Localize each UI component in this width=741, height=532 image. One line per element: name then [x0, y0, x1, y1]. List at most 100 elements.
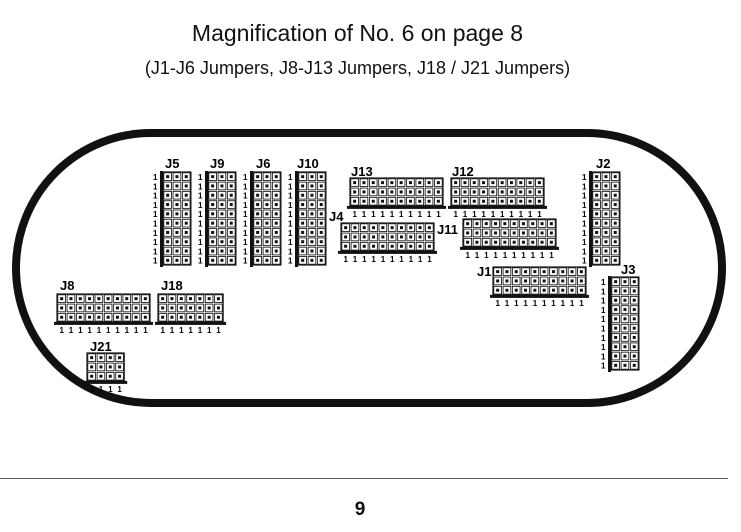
pin-one-marker: 1 [198, 229, 203, 238]
pin [166, 240, 170, 244]
pin [371, 199, 375, 203]
pin [166, 212, 170, 216]
pin-one-marker: 1 [243, 182, 248, 191]
pin [381, 235, 385, 239]
pin [595, 240, 599, 244]
pin-one-marker: 1 [243, 257, 248, 266]
pin-one-marker: 1 [496, 299, 501, 308]
pin [408, 199, 412, 203]
pin [301, 221, 305, 225]
pin-one-marker: 1 [570, 299, 575, 308]
pin [108, 356, 112, 360]
pin [97, 297, 101, 301]
pin [399, 244, 403, 248]
pin [353, 190, 357, 194]
pin [265, 193, 269, 197]
pin [229, 184, 233, 188]
header-bar [347, 205, 446, 209]
pin [427, 226, 431, 230]
pin [274, 258, 278, 262]
pin-one-marker: 1 [198, 220, 203, 229]
pin-one-marker: 1 [243, 201, 248, 210]
pin [143, 315, 147, 319]
pin [542, 279, 546, 283]
pin [595, 175, 599, 179]
pin [484, 222, 488, 226]
pin [118, 356, 122, 360]
pin [371, 190, 375, 194]
pin-one-marker: 1 [344, 255, 349, 264]
pin [319, 193, 323, 197]
pin-one-marker: 1 [153, 220, 158, 229]
pin [220, 203, 224, 207]
pin-one-marker: 1 [115, 326, 120, 335]
pin [220, 184, 224, 188]
pin [179, 297, 183, 301]
pin [175, 184, 179, 188]
pin [604, 240, 608, 244]
pin [184, 240, 188, 244]
pin [613, 212, 617, 216]
pin-one-marker: 1 [198, 192, 203, 201]
pin [472, 199, 476, 203]
pin [175, 175, 179, 179]
pin [78, 297, 82, 301]
pin [561, 270, 565, 274]
pin [274, 175, 278, 179]
pin [211, 175, 215, 179]
pin-one-marker: 1 [523, 299, 528, 308]
pin [90, 356, 94, 360]
pin [184, 230, 188, 234]
pin [549, 222, 553, 226]
pin-one-marker: 1 [153, 238, 158, 247]
pin-one-marker: 1 [484, 251, 489, 260]
page-subtitle: (J1-J6 Jumpers, J8-J13 Jumpers, J18 / J2… [144, 58, 571, 78]
pin-one-marker: 1 [288, 192, 293, 201]
pin [623, 354, 627, 358]
pin-one-marker: 1 [371, 255, 376, 264]
pin [551, 270, 555, 274]
pin [310, 203, 314, 207]
jumper-label: J3 [621, 262, 635, 277]
pin [503, 222, 507, 226]
pin [184, 184, 188, 188]
pin [274, 249, 278, 253]
pin-one-marker: 1 [198, 238, 203, 247]
pin [454, 181, 458, 185]
pin [399, 226, 403, 230]
pin [418, 226, 422, 230]
pin [466, 240, 470, 244]
pin-one-marker: 1 [601, 287, 606, 296]
pin [310, 175, 314, 179]
pin [175, 249, 179, 253]
pin [505, 279, 509, 283]
pin [509, 181, 513, 185]
pin [632, 345, 636, 349]
pin [220, 258, 224, 262]
header-bar [460, 246, 559, 250]
pin-one-marker: 1 [579, 299, 584, 308]
pin [319, 212, 323, 216]
pin-one-marker: 1 [500, 210, 505, 219]
pin [265, 258, 269, 262]
jumper-label: J6 [256, 156, 270, 171]
pin [161, 306, 165, 310]
pin [170, 315, 174, 319]
pin [170, 297, 174, 301]
pin-one-marker: 1 [381, 255, 386, 264]
jumper-label: J5 [165, 156, 179, 171]
pin [436, 190, 440, 194]
pin [604, 203, 608, 207]
pin [408, 190, 412, 194]
pin [463, 199, 467, 203]
pin [509, 199, 513, 203]
pin [220, 249, 224, 253]
pin [274, 203, 278, 207]
pin-one-marker: 1 [288, 220, 293, 229]
pin [198, 306, 202, 310]
header-bar [155, 321, 227, 325]
pin [216, 306, 220, 310]
pin [362, 181, 366, 185]
